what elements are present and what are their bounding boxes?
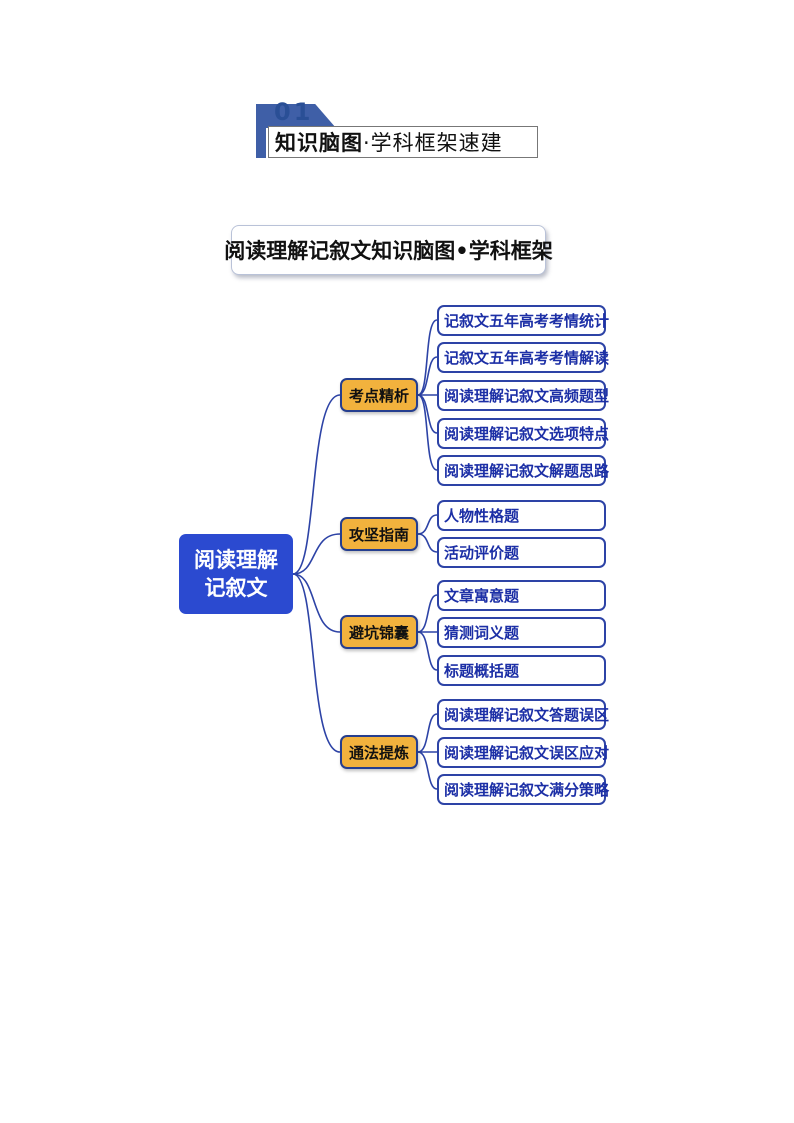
root-connector-2: [292, 533, 341, 575]
cat3-connector-1: [417, 594, 438, 633]
leaf-node: 阅读理解记叙文答题误区: [437, 699, 609, 730]
mind-map-title: 阅读理解记叙文知识脑图•学科框架: [224, 225, 553, 275]
cat2-connector-2: [417, 533, 438, 553]
category-node-kaodian: 考点精析: [340, 378, 418, 412]
leaf-node: 阅读理解记叙文解题思路: [437, 455, 609, 486]
cat1-connector-4: [417, 394, 438, 434]
leaf-node: 活动评价题: [437, 537, 606, 568]
section-title-box: 知识脑图·学科框架速建: [268, 126, 538, 158]
leaf-node: 记叙文五年高考考情统计: [437, 305, 609, 336]
leaf-node: 阅读理解记叙文满分策略: [437, 774, 609, 805]
cat3-connector-3: [417, 631, 438, 671]
root-connector-1: [292, 394, 341, 575]
leaf-node: 标题概括题: [437, 655, 606, 686]
cat4-connector-3: [417, 751, 438, 790]
cat2-connector-1: [417, 514, 438, 535]
root-node: 阅读理解 记叙文: [179, 534, 293, 614]
category-node-tongfa: 通法提炼: [340, 735, 418, 769]
leaf-node: 阅读理解记叙文高频题型: [437, 380, 609, 411]
leaf-node: 记叙文五年高考考情解读: [437, 342, 609, 373]
root-label-line2: 记叙文: [204, 575, 268, 600]
category-node-gongjian: 攻坚指南: [340, 517, 418, 551]
leaf-node: 阅读理解记叙文误区应对: [437, 737, 609, 768]
section-title-rest: ·学科框架速建: [363, 131, 503, 155]
section-number: 01: [274, 98, 314, 126]
root-label-line1: 阅读理解: [194, 547, 278, 572]
category-node-bikeng: 避坑锦囊: [340, 615, 418, 649]
section-header: 01 知识脑图·学科框架速建: [256, 98, 546, 162]
section-accent-bar: [256, 128, 266, 158]
cat1-connector-1: [417, 319, 438, 396]
root-connector-3: [292, 573, 341, 633]
leaf-node: 文章寓意题: [437, 580, 606, 611]
cat1-connector-2: [417, 356, 438, 396]
root-connector-4: [292, 573, 341, 753]
leaf-node: 阅读理解记叙文选项特点: [437, 418, 609, 449]
cat4-connector-1: [417, 713, 438, 753]
leaf-node: 人物性格题: [437, 500, 606, 531]
section-title-bold: 知识脑图: [275, 131, 363, 155]
leaf-node: 猜测词义题: [437, 617, 606, 648]
cat1-connector-5: [417, 394, 438, 471]
